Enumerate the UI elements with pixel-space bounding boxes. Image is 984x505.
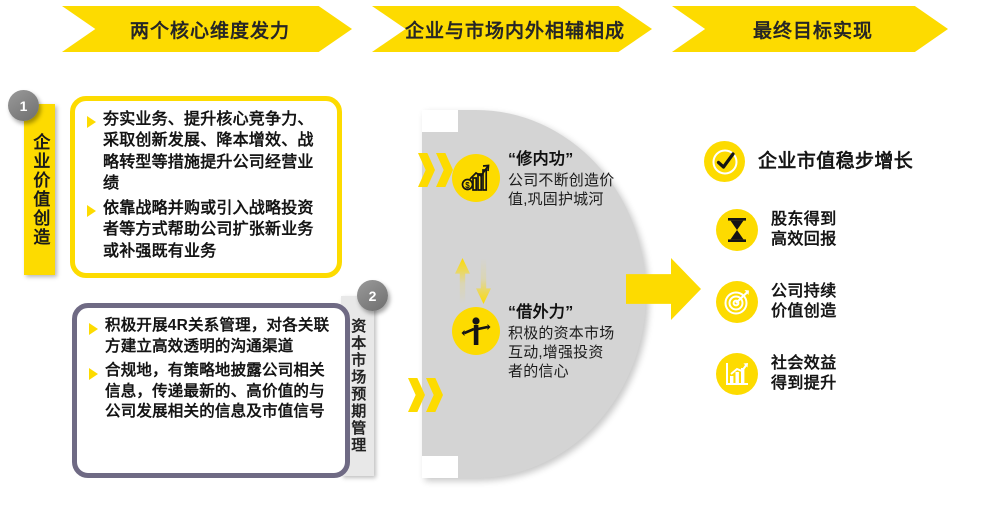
center-item-internal-title: “修内功” — [508, 151, 574, 168]
center-item-external-text: “借外力” 积极的资本市场互动,增强投资者的信心 — [508, 303, 616, 381]
center-item-external-title: “借外力” — [508, 304, 574, 321]
list-item-text: 合规地，有策略地披露公司相关信息，传递最新的、高价值的与公司发展相关的信息及市值… — [105, 362, 325, 421]
growth-chart-money-icon: $ — [452, 154, 500, 202]
bullet-list-market-expectation: 积极开展4R关系管理，对各关联方建立高效透明的沟通渠道 合规地，有策略地披露公司… — [77, 308, 345, 423]
chevron-right-icon — [436, 153, 453, 187]
result-item-value: 公司持续 价值创造 — [716, 281, 837, 323]
bullet-box-value-creation: 夯实业务、提升核心竞争力、采取创新发展、降本增效、战略转型等措施提升公司经营业绩… — [70, 96, 342, 278]
banner-market-label: 企业与市场内外相辅相成 — [404, 20, 625, 42]
triangle-bullet-icon — [87, 205, 96, 218]
triangle-bullet-icon — [89, 368, 98, 381]
banner-goal: 最终目标实现 — [672, 6, 948, 52]
center-item-internal-desc: 公司不断创造价值,巩固护城河 — [508, 172, 615, 209]
triangle-bullet-icon — [89, 323, 98, 335]
chevron-right-icon — [426, 378, 443, 412]
result-item-shareholder-label: 股东得到 高效回报 — [771, 211, 837, 248]
result-item-value-label: 公司持续 价值创造 — [771, 283, 837, 320]
triangle-bullet-icon — [87, 116, 96, 128]
center-item-internal: $ “修内功” 公司不断创造价值,巩固护城河 — [452, 150, 616, 209]
hourglass-icon — [716, 209, 758, 251]
center-shape-notch-bottom — [422, 456, 458, 478]
bullet-list-value-creation: 夯实业务、提升核心竞争力、采取创新发展、降本增效、战略转型等措施提升公司经营业绩… — [75, 101, 337, 262]
step-badge-1-number: 1 — [19, 97, 28, 114]
bar-chart-growth-icon — [716, 353, 758, 395]
bullet-box-market-expectation: 积极开展4R关系管理，对各关联方建立高效透明的沟通渠道 合规地，有策略地披露公司… — [72, 303, 350, 478]
chevron-right-icon — [408, 378, 425, 412]
sidebar-tab-value-creation-label: 企业价值创造 — [30, 132, 50, 247]
list-item-text: 依靠战略并购或引入战略投资者等方式帮助公司扩张新业务或补强既有业务 — [103, 200, 314, 260]
result-headline: 企业市值稳步增长 — [704, 141, 913, 182]
banner-dimensions: 两个核心维度发力 — [62, 6, 352, 52]
chevron-right-icon — [418, 153, 435, 187]
banner-dimensions-label: 两个核心维度发力 — [129, 20, 290, 42]
sidebar-tab-value-creation: 企业价值创造 — [24, 104, 55, 275]
center-item-external: “借外力” 积极的资本市场互动,增强投资者的信心 — [452, 303, 616, 381]
result-headline-label: 企业市值稳步增长 — [758, 150, 914, 172]
result-item-social: 社会效益 得到提升 — [716, 353, 837, 395]
target-icon — [716, 281, 758, 323]
list-item-text: 积极开展4R关系管理，对各关联方建立高效透明的沟通渠道 — [105, 317, 330, 355]
result-item-social-label: 社会效益 得到提升 — [771, 355, 837, 392]
list-item: 合规地，有策略地披露公司相关信息，传递最新的、高价值的与公司发展相关的信息及市值… — [85, 361, 335, 423]
result-item-shareholder: 股东得到 高效回报 — [716, 209, 837, 251]
list-item-text: 夯实业务、提升核心竞争力、采取创新发展、降本增效、战略转型等措施提升公司经营业绩 — [103, 111, 314, 192]
person-outreach-icon — [452, 307, 500, 355]
center-shape-notch-top — [422, 110, 458, 132]
step-badge-2-number: 2 — [368, 287, 377, 304]
list-item: 夯实业务、提升核心竞争力、采取创新发展、降本增效、战略转型等措施提升公司经营业绩 — [83, 109, 327, 194]
banner-market: 企业与市场内外相辅相成 — [372, 6, 652, 52]
list-item: 依靠战略并购或引入战略投资者等方式帮助公司扩张新业务或补强既有业务 — [83, 198, 327, 262]
center-item-external-desc: 积极的资本市场互动,增强投资者的信心 — [508, 325, 615, 381]
step-badge-1: 1 — [8, 90, 39, 121]
list-item: 积极开展4R关系管理，对各关联方建立高效透明的沟通渠道 — [85, 316, 335, 357]
step-badge-2: 2 — [357, 280, 388, 311]
banner-goal-label: 最终目标实现 — [752, 20, 873, 42]
sidebar-tab-market-expectation-label: 资本市场预期管理 — [349, 318, 367, 454]
center-item-internal-text: “修内功” 公司不断创造价值,巩固护城河 — [508, 150, 616, 209]
svg-text:$: $ — [465, 181, 470, 190]
check-circle-icon — [704, 141, 745, 182]
